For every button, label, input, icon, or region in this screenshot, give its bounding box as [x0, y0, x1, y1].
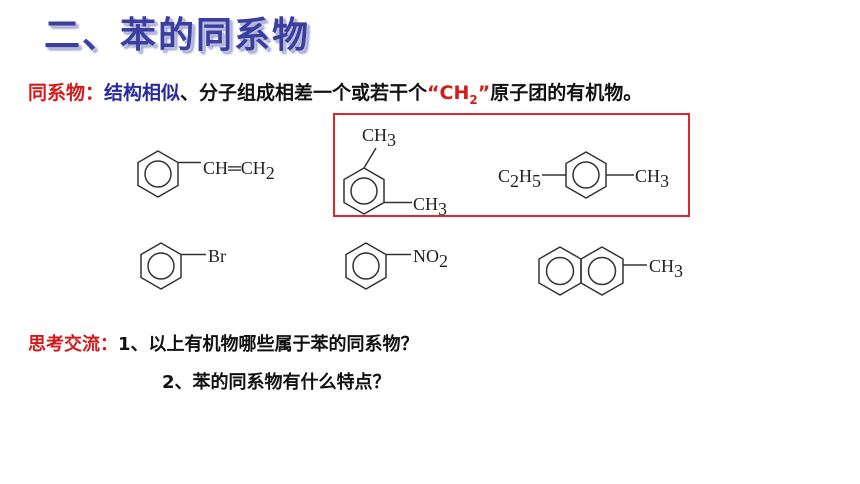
ch2-formula: CH2 — [439, 82, 478, 107]
p-methyl-label: CH3 — [635, 166, 669, 191]
discussion-line-1: 思考交流：1、以上有机物哪些属于苯的同系物？ — [28, 330, 419, 356]
m-xylene-bottom-label: CH3 — [413, 194, 447, 219]
question-1: 1、以上有机物哪些属于苯的同系物？ — [118, 334, 419, 355]
no2-label: NO2 — [413, 246, 448, 271]
definition-text-2: 原子团的有机物。 — [490, 82, 643, 104]
definition-emphasis: 结构相似 — [104, 82, 181, 104]
question-2: 2、苯的同系物有什么特点？ — [162, 372, 391, 393]
definition-line: 同系物：结构相似、分子组成相差一个或若干个“CH2”原子团的有机物。 — [28, 78, 642, 107]
m-xylene-top-bond — [363, 147, 377, 169]
nitrobenzene-ring — [345, 242, 387, 290]
definition-text-1: 、分子组成相差一个或若干个 — [180, 82, 428, 104]
quote-open: “ — [427, 82, 440, 104]
naphthalene-methyl-label: CH3 — [649, 256, 683, 281]
slide-title: 二、苯的同系物 — [44, 15, 311, 56]
highlight-box — [333, 113, 690, 217]
styrene-ch: CH═CH2 — [203, 158, 275, 183]
m-xylene-ring — [343, 167, 385, 215]
bromobenzene-ring — [140, 242, 182, 290]
definition-term: 同系物： — [28, 82, 105, 104]
discussion-label: 思考交流： — [28, 334, 118, 355]
m-xylene-top-label: CH3 — [362, 125, 396, 150]
p-ethyltoluene-ring — [565, 151, 607, 199]
quote-close: ” — [477, 82, 491, 104]
ethyl-label: C2H5 — [498, 166, 541, 191]
br-label: Br — [208, 246, 226, 266]
discussion-line-2: 2、苯的同系物有什么特点？ — [162, 368, 391, 394]
naphthalene-rings — [538, 246, 624, 296]
styrene-ring — [137, 150, 179, 198]
